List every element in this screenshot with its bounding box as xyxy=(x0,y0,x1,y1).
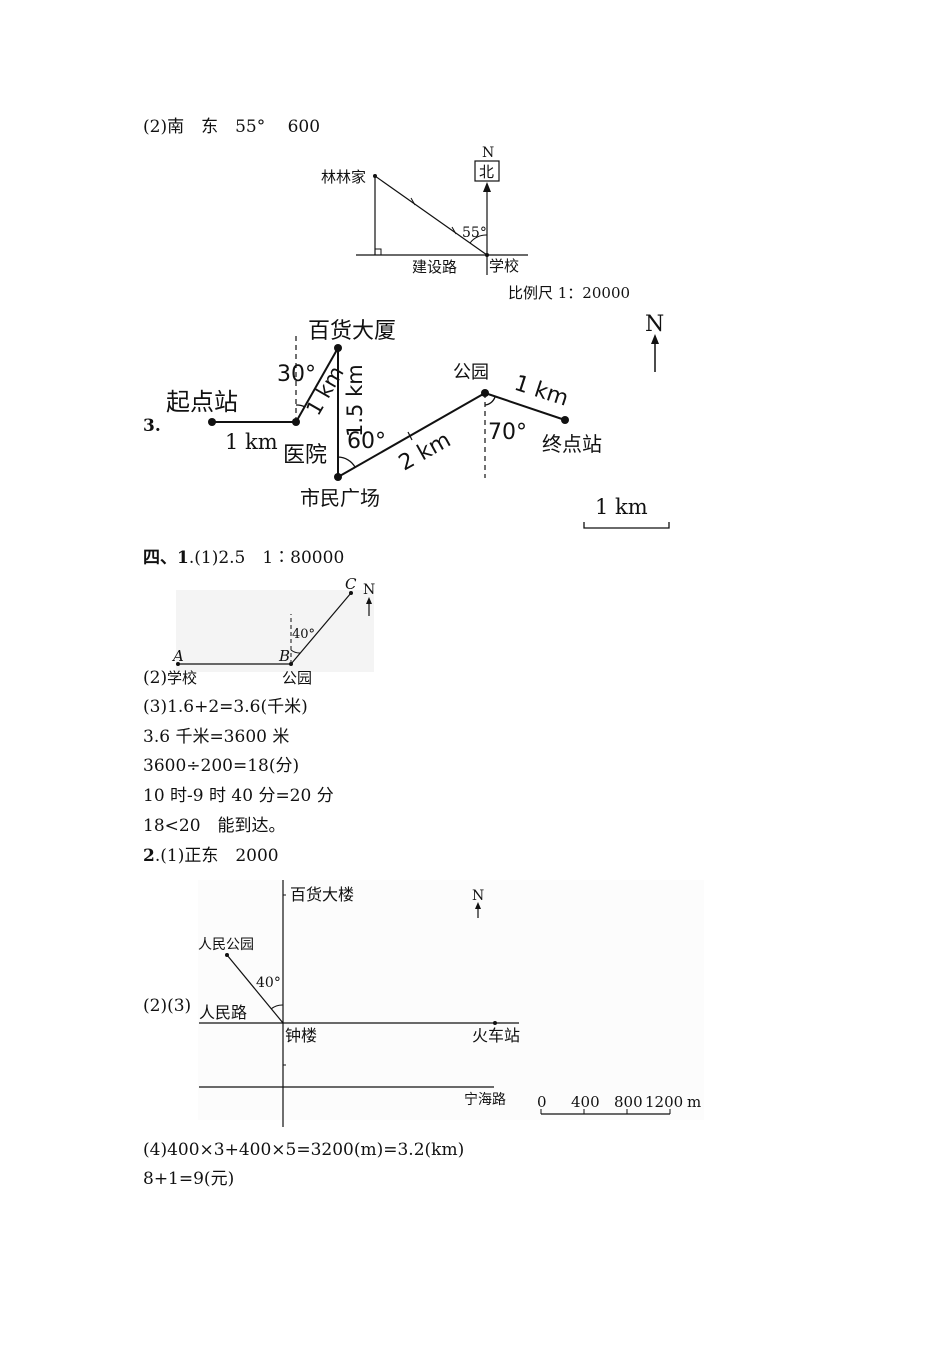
scale-unit: m xyxy=(687,1093,701,1111)
calc-line-4: 10 时-9 时 40 分=20 分 xyxy=(143,786,334,806)
north-label-1: N xyxy=(363,582,375,598)
hospital-label: 医院 xyxy=(283,443,327,468)
section4-q1-answer: 四、1.(1)2.5 1∶80000 xyxy=(143,548,345,568)
scale-0: 0 xyxy=(537,1093,547,1111)
calc-line-1: (3)1.6+2=3.6(千米) xyxy=(143,697,308,717)
people-road-label: 人民路 xyxy=(199,1003,247,1022)
angle-55-label: 55° xyxy=(462,225,487,241)
dept-building-label: 百货大楼 xyxy=(290,885,354,904)
clock-tower-label: 钟楼 xyxy=(285,1026,317,1045)
point-a-label: A xyxy=(171,647,184,665)
dist-square-dept: 1.5 km xyxy=(343,364,367,437)
angle-70-label: 70° xyxy=(488,420,527,445)
angle-30-label: 30° xyxy=(277,362,316,387)
train-station-label: 火车站 xyxy=(472,1026,520,1045)
calc-line-2: 3.6 千米=3600 米 xyxy=(143,727,290,747)
point-b-label: B xyxy=(278,647,290,665)
scale-400: 400 xyxy=(571,1093,600,1111)
q2-4-line-2: 8+1=9(元) xyxy=(143,1169,235,1189)
north-box-label: 北 xyxy=(479,163,494,181)
square-label: 市民广场 xyxy=(300,486,380,510)
school-label-1: 学校 xyxy=(167,669,197,687)
q2-23-label: (2)(3) xyxy=(143,996,192,1016)
people-park-label: 人民公园 xyxy=(198,937,254,953)
north-letter: N xyxy=(482,145,494,161)
scale-bar-label: 1 km xyxy=(595,495,648,519)
calc-line-5: 18<20 能到达。 xyxy=(143,816,286,836)
scale-1200: 1200 xyxy=(645,1093,683,1111)
angle-40-label-1: 40° xyxy=(292,627,315,642)
north-label-2: N xyxy=(472,888,484,904)
ninghai-road-label: 宁海路 xyxy=(464,1091,506,1108)
road-label: 建设路 xyxy=(412,258,457,276)
scale-800: 800 xyxy=(614,1093,643,1111)
park-label-1: 公园 xyxy=(282,669,312,687)
scale-label: 比例尺 1：20000 xyxy=(508,284,630,302)
section4-q2-answer: 2.(1)正东 2000 xyxy=(143,846,279,866)
angle-60-label: 60° xyxy=(347,429,386,454)
q2-4-line-1: (4)400×3+400×5=3200(m)=3.2(km) xyxy=(143,1140,465,1160)
dept-store-label: 百货大厦 xyxy=(308,319,396,344)
answer-2: (2)南 东 55° 600 xyxy=(143,117,321,137)
q3-number: 3. xyxy=(143,416,161,436)
point-c-label: C xyxy=(345,575,357,593)
start-station-label: 起点站 xyxy=(166,388,238,416)
home-label: 林林家 xyxy=(321,168,366,186)
calc-line-3: 3600÷200=18(分) xyxy=(143,756,300,776)
school-label: 学校 xyxy=(489,257,519,275)
q1-2-label: (2) xyxy=(143,668,168,688)
park-label: 公园 xyxy=(453,362,489,383)
angle-40-label-2: 40° xyxy=(256,975,281,991)
north-label: N xyxy=(645,312,664,337)
end-station-label: 终点站 xyxy=(542,432,602,456)
dist-start-hospital: 1 km xyxy=(225,430,278,454)
